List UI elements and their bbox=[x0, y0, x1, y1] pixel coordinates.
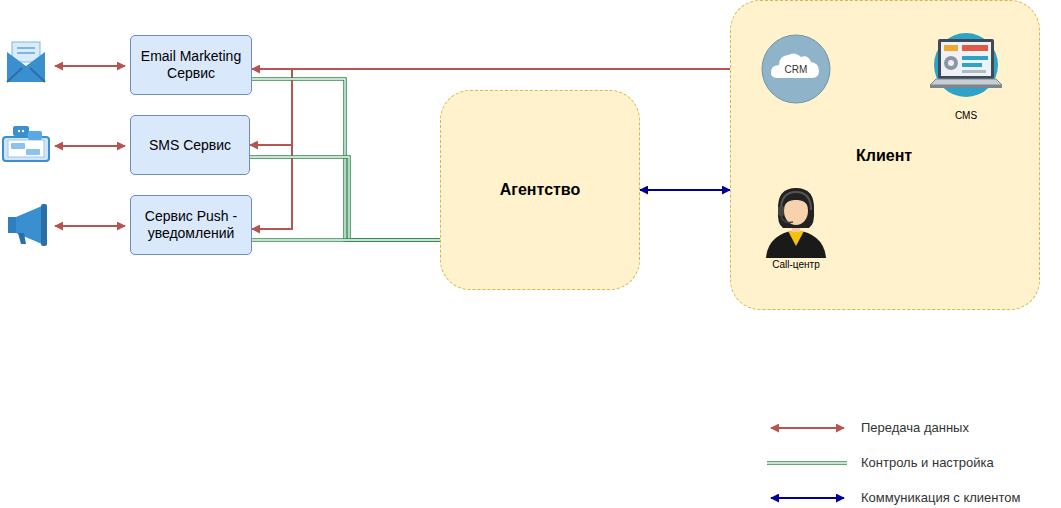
call-icon bbox=[763, 184, 829, 258]
legend-sample bbox=[765, 491, 851, 505]
connector bbox=[252, 79, 440, 240]
connector-line bbox=[252, 79, 440, 240]
connector bbox=[252, 240, 440, 241]
service-box: SMS Сервис bbox=[130, 115, 250, 175]
connector-line bbox=[252, 79, 440, 240]
channel-icons bbox=[3, 42, 125, 246]
node-label: Email Marketing Сервис bbox=[137, 48, 245, 82]
legend-row: Коммуникация с клиентом bbox=[765, 480, 1021, 508]
legend-text: Коммуникация с клиентом bbox=[861, 490, 1021, 505]
legend-row: Контроль и настройка bbox=[765, 445, 1021, 480]
crm-node: CRM bbox=[761, 34, 831, 104]
group-title: Агентство bbox=[441, 181, 639, 199]
push-icon bbox=[8, 204, 47, 246]
connector bbox=[250, 157, 440, 240]
connector bbox=[640, 190, 730, 191]
connector-line bbox=[252, 79, 440, 240]
legend: Передача данныхКонтроль и настройкаКомму… bbox=[765, 410, 1021, 508]
connector-line bbox=[250, 157, 440, 240]
call-center-node: Call-центр bbox=[761, 184, 831, 276]
group-region: Клиент CRM CMS Call-центр bbox=[730, 0, 1040, 310]
service-box: Сервис Push - уведомлений bbox=[130, 195, 252, 255]
legend-text: Контроль и настройка bbox=[861, 455, 994, 470]
sms-icon bbox=[3, 126, 49, 161]
service-box: Email Marketing Сервис bbox=[130, 35, 252, 95]
group-region: Агентство bbox=[440, 90, 640, 290]
node-label: SMS Сервис bbox=[149, 137, 231, 154]
channel-arrow bbox=[55, 65, 125, 67]
cms-icon bbox=[926, 29, 1006, 109]
channel-arrow bbox=[55, 225, 125, 227]
email-icon bbox=[7, 42, 45, 82]
connector-line bbox=[252, 238, 440, 242]
channel-arrow bbox=[55, 145, 125, 147]
legend-text: Передача данных bbox=[861, 420, 969, 435]
legend-sample bbox=[765, 421, 851, 435]
node-label: Call-центр bbox=[772, 259, 819, 270]
node-label: CMS bbox=[955, 110, 977, 121]
legend-sample bbox=[765, 456, 851, 470]
cms-node: CMS bbox=[926, 29, 1006, 127]
connector-line bbox=[252, 239, 440, 240]
connector-line bbox=[640, 189, 730, 191]
connector-line bbox=[252, 239, 440, 241]
legend-row: Передача данных bbox=[765, 410, 1021, 445]
group-title: Клиент bbox=[856, 147, 912, 165]
node-label: Сервис Push - уведомлений bbox=[137, 208, 245, 242]
node-label: CRM bbox=[785, 64, 808, 75]
connector-line bbox=[250, 157, 440, 240]
connector-line bbox=[250, 157, 440, 240]
